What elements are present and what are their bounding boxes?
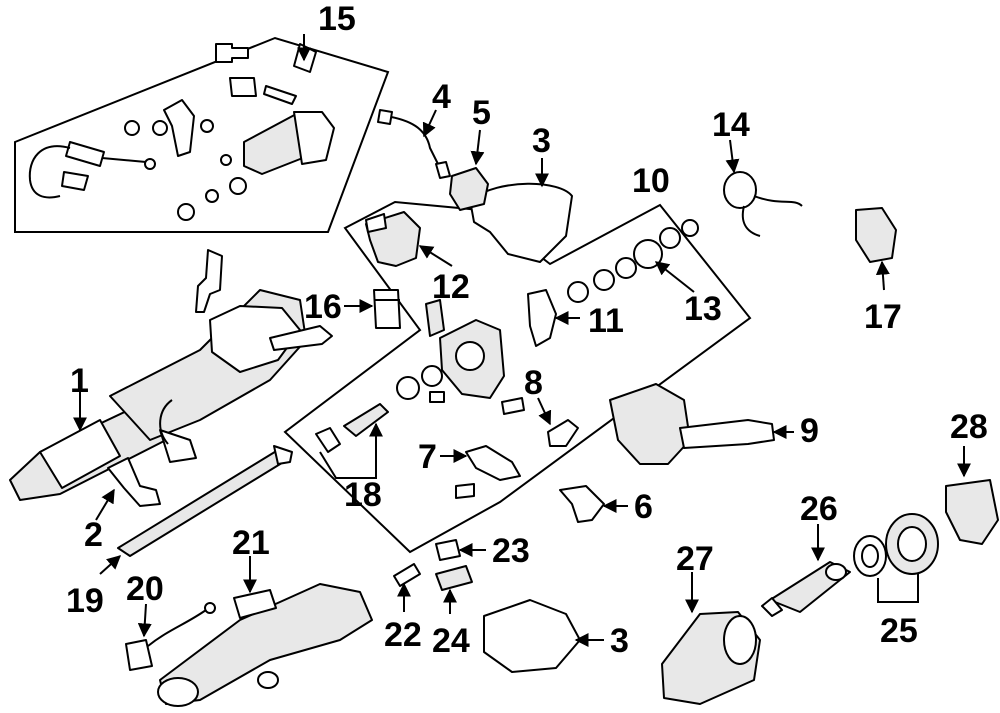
callout-10: 10 — [632, 162, 670, 200]
kit-10-group-box — [283, 200, 752, 554]
sleeve-22 — [393, 563, 421, 587]
callout-3-top: 3 — [532, 122, 551, 160]
callout-25: 25 — [880, 612, 918, 650]
callout-27: 27 — [676, 540, 714, 578]
callout-26: 26 — [800, 490, 838, 528]
callout-13: 13 — [684, 290, 722, 328]
control-module-17 — [855, 207, 897, 263]
callout-6: 6 — [634, 488, 653, 526]
callout-9: 9 — [800, 412, 819, 450]
callout-2: 2 — [84, 516, 103, 554]
callout-5: 5 — [472, 94, 491, 132]
callout-21: 21 — [232, 524, 270, 562]
upper-trim-cover — [469, 182, 573, 263]
column-clamp — [107, 457, 161, 507]
bearing-set — [853, 513, 939, 577]
switch-module-16 — [373, 289, 401, 329]
callout-8: 8 — [524, 364, 543, 402]
callout-22: 22 — [384, 616, 422, 654]
sensor-with-lead — [125, 602, 216, 671]
steering-column-assembly — [9, 249, 333, 501]
leader-lines — [73, 34, 971, 647]
callout-24: 24 — [432, 622, 470, 660]
lower-trim-cover — [483, 599, 581, 673]
upper-shaft — [761, 561, 851, 617]
callout-4: 4 — [432, 78, 451, 116]
column-housing — [157, 583, 373, 707]
bushing-24 — [435, 565, 473, 591]
callout-7: 7 — [418, 438, 437, 476]
callout-labels: 15 4 5 3 14 10 17 12 16 11 13 1 8 9 28 7… — [66, 0, 988, 660]
callout-23: 23 — [492, 532, 530, 570]
clock-spring — [723, 171, 803, 237]
lever-8 — [547, 419, 579, 447]
callout-14: 14 — [712, 106, 750, 144]
angle-sensor — [945, 479, 999, 545]
callout-1: 1 — [70, 362, 89, 400]
callout-19: 19 — [66, 582, 104, 620]
callout-16: 16 — [304, 288, 342, 326]
lever-6 — [559, 485, 605, 523]
switch-bracket — [449, 167, 489, 211]
ignition-switch-12 — [365, 211, 421, 267]
lock-housing-kit-parts — [315, 219, 699, 499]
callout-28: 28 — [950, 408, 988, 446]
multifunction-switch — [609, 383, 775, 465]
callout-17: 17 — [864, 298, 902, 336]
shift-cable — [377, 109, 451, 179]
lock-cylinder-kit-parts — [28, 43, 335, 221]
callout-3-bottom: 3 — [610, 622, 629, 660]
callout-20: 20 — [126, 570, 164, 608]
callout-11: 11 — [588, 302, 624, 340]
bolt-23 — [435, 539, 461, 561]
callout-18: 18 — [344, 476, 382, 514]
callout-12: 12 — [432, 268, 470, 306]
callout-15: 15 — [318, 0, 356, 38]
intermediate-shaft-rod — [117, 445, 293, 557]
column-boot — [661, 611, 761, 705]
